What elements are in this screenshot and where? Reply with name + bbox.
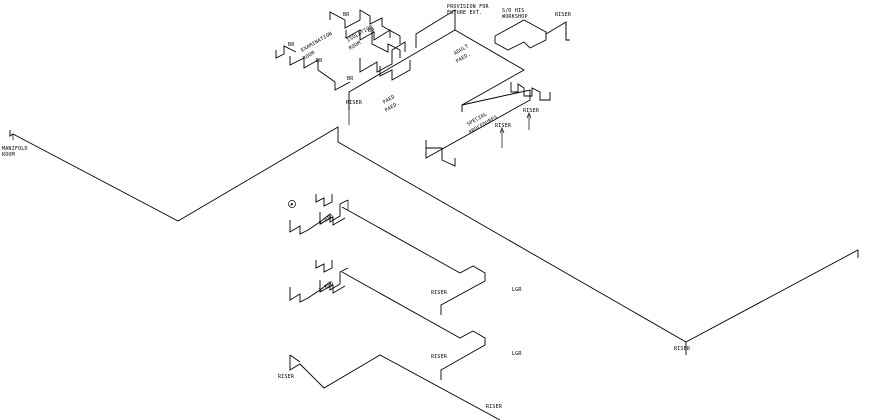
riser-label-special: RISER [495,123,512,129]
isolation-label-2: ROOM [348,40,362,52]
middle-branch-1-sub2 [319,212,346,226]
upper-branch-special-2 [426,147,456,167]
riser-label-workshop: RISER [555,12,572,18]
br-label-5: BR [347,76,354,82]
riser-label-middle-2: RISER [431,354,448,360]
workshop-label-1: S/D HIS [502,8,524,14]
riser-label-manifold-end: RISER [674,346,691,352]
workshop-label-2: WORKSHOP [502,14,528,20]
br-label-4: BR [316,58,323,64]
br-label-2: BR [368,28,375,34]
middle-branch-2-sub2 [319,280,346,294]
isolation-branch [359,41,406,73]
middle-branch-1-sub [315,194,333,207]
top-bracket-1 [329,9,401,44]
lgr-label-1: LGR [512,287,522,293]
examination-sub [275,45,297,59]
provision-label-1: PROVISION FOR [447,4,490,10]
upper-stub-1 [510,82,551,101]
section-marker-dot [291,203,293,205]
lgr-label-2: LGR [512,351,522,357]
upper-inner-1 [379,60,411,81]
upper-top-branch [415,9,456,48]
workshop-branch [494,19,547,51]
bed-label-1: 1-BED [318,214,335,227]
section-marker-symbol [288,200,296,208]
manifold-end-riser [685,249,859,343]
riser-label-bottom: RISER [486,404,503,410]
manifold-room-label-1: MANIFOLD [2,146,28,152]
riser-arrowhead-2 [526,112,532,119]
middle-branch-2-fixtures [289,267,349,303]
workshop-riser [545,21,570,41]
examination-branch [289,56,351,91]
br-label-1: BR [343,12,350,18]
middle-branch-2-sub [315,260,333,273]
middle-branch-1-fixtures [289,199,349,235]
paed-label-1: PAED [382,94,396,106]
provision-label-2: FUTURE EXT. [447,10,482,16]
upper-main-pipe [348,29,525,112]
bottom-branch [289,354,501,420]
examination-label-1: EXAMINATION [300,31,334,54]
br-connect [371,28,401,58]
riser-label-middle-1: RISER [431,290,448,296]
riser-label-bottom-left: RISER [278,374,295,380]
top-bracket-2 [345,29,391,41]
manifold-room-label-2: ROOM [2,152,15,158]
section-marker-label: A [290,203,292,207]
manifold-main-pipe [9,126,687,355]
bed-label-2: 1-BED [318,281,335,294]
riser-label-upper: RISER [346,100,363,106]
middle-branch-1 [341,206,486,315]
riser-arrowhead-1 [499,127,505,134]
middle-branch-2 [341,271,486,380]
upper-branch-special [425,89,531,159]
examination-label-2: ROOM [302,50,316,62]
bottom-branch-top [289,354,301,363]
br-label-3: BR [288,42,295,48]
riser-label-special-2: RISER [523,108,540,114]
